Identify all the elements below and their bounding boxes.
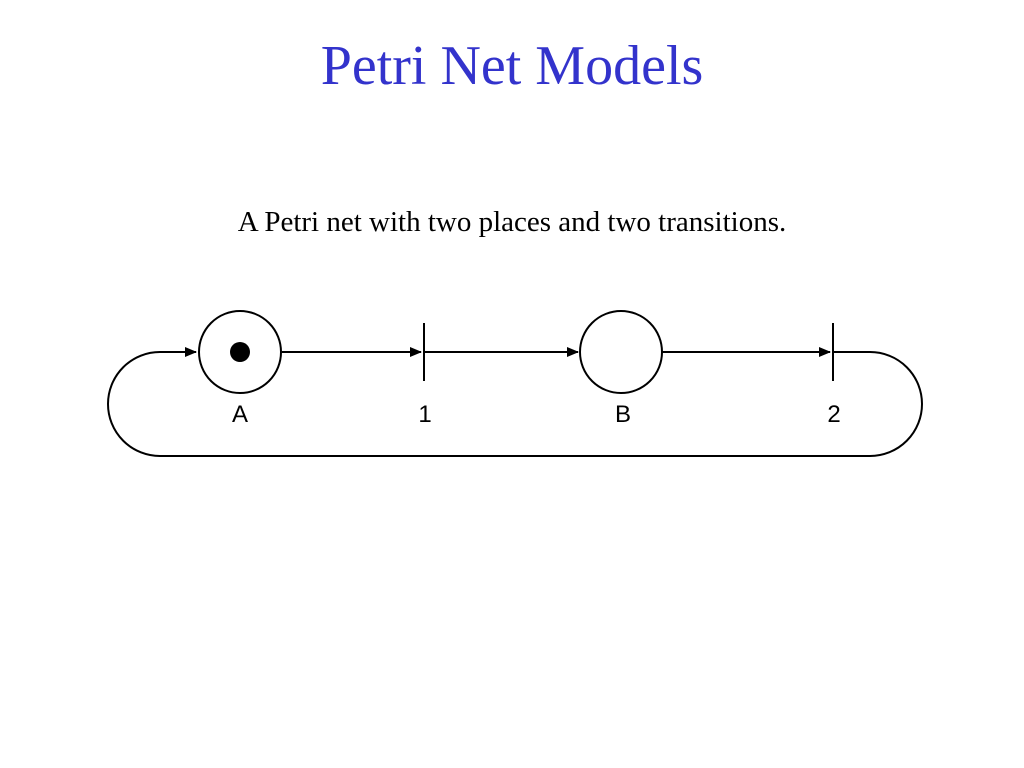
transition-2-label: 2	[827, 401, 840, 428]
arc-2-to-a	[107, 347, 923, 457]
token	[230, 342, 250, 362]
place-a-tokens	[230, 342, 250, 362]
place-a-label: A	[232, 401, 248, 428]
place-b-label: B	[615, 401, 631, 428]
diagram-caption: A Petri net with two places and two tran…	[237, 206, 787, 238]
slide-title: Petri Net Models	[320, 35, 704, 97]
transition-1-label: 1	[418, 401, 431, 428]
place-b	[579, 310, 663, 394]
